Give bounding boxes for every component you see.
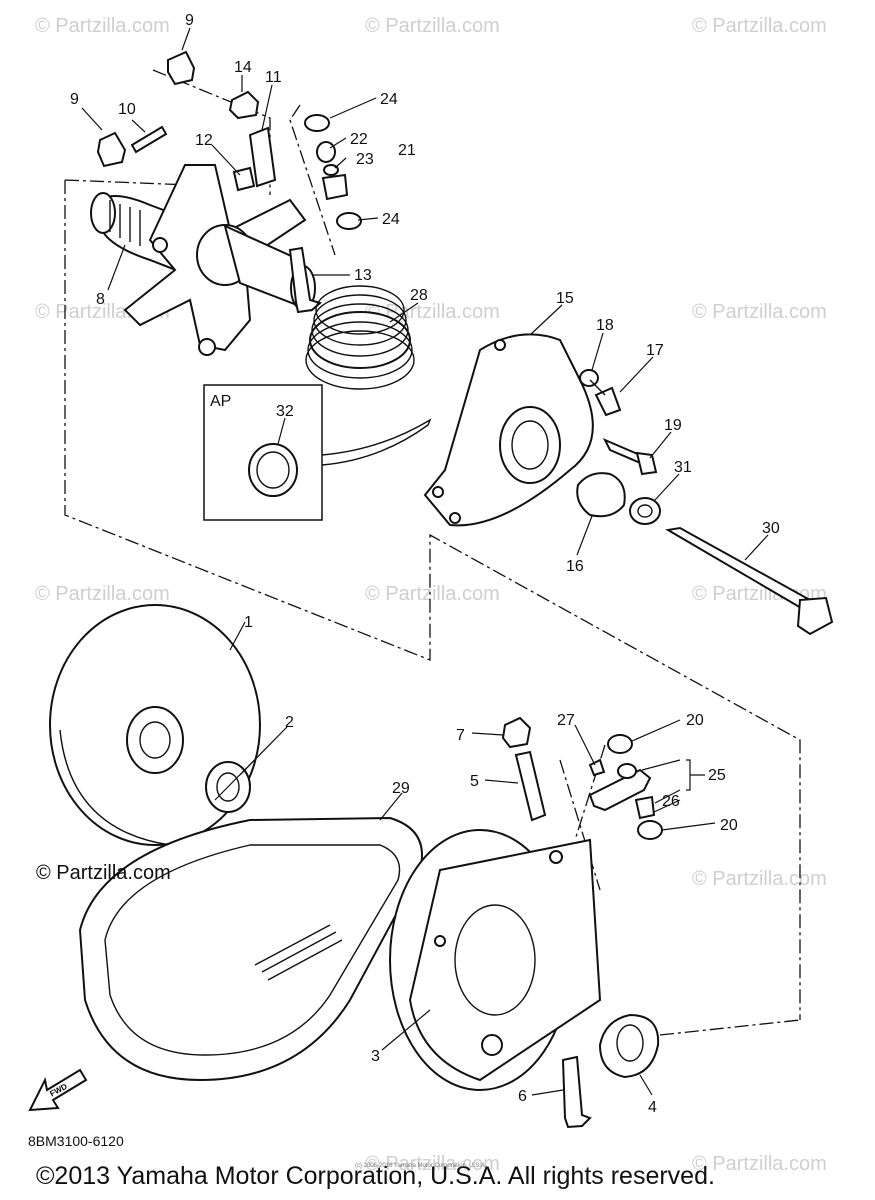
copyright-footer: ©2013 Yamaha Motor Corporation, U.S.A. A…	[36, 1162, 715, 1190]
callout-23: 23	[356, 151, 374, 168]
watermark: © Partzilla.com	[692, 868, 827, 890]
callout-12: 12	[195, 132, 213, 149]
watermark: © Partzilla.com	[365, 15, 500, 37]
spring	[305, 285, 415, 390]
callout-9: 9	[185, 12, 194, 29]
callout-1: 1	[244, 614, 253, 631]
callout-11: 11	[265, 69, 282, 86]
inset-box: AP	[203, 384, 432, 521]
callout-24: 24	[380, 91, 398, 108]
small-note: (c) 2005-2016 Yamaha Motor Corporation, …	[355, 1163, 487, 1169]
partzilla-mark: © Partzilla.com	[36, 862, 171, 884]
callout-3: 3	[371, 1048, 380, 1065]
watermark: © Partzilla.com	[365, 583, 500, 605]
callout-26: 26	[662, 793, 680, 810]
callout-24: 24	[382, 211, 400, 228]
diagram-code: 8BM3100-6120	[28, 1133, 124, 1149]
callout-25: 25	[708, 767, 726, 784]
callout-20: 20	[720, 817, 738, 834]
movable-sheave	[389, 829, 602, 1091]
leader-lines	[81, 27, 769, 1096]
watermark: © Partzilla.com	[35, 15, 170, 37]
callout-32: 32	[276, 403, 294, 420]
callout-14: 14	[234, 59, 252, 76]
watermark: © Partzilla.com	[365, 1153, 500, 1175]
lower-small-parts	[501, 716, 663, 1129]
upper-small-parts	[96, 50, 362, 314]
callout-7: 7	[456, 727, 465, 744]
fwd-arrow-icon: FWD	[28, 1068, 88, 1112]
callout-16: 16	[566, 558, 584, 575]
callout-15: 15	[556, 290, 574, 307]
callout-18: 18	[596, 317, 614, 334]
callout-4: 4	[648, 1099, 657, 1116]
callout-9: 9	[70, 91, 79, 108]
drive-pulley-hub	[90, 164, 316, 356]
callout-21: 21	[398, 142, 416, 159]
drive-belt	[78, 816, 423, 1082]
callout-6: 6	[518, 1088, 527, 1105]
callout-27: 27	[557, 712, 575, 729]
cover-small-parts	[576, 369, 834, 636]
callout-31: 31	[674, 459, 692, 476]
pulley-cover	[423, 333, 594, 527]
watermark: © Partzilla.com	[692, 15, 827, 37]
callout-28: 28	[410, 287, 428, 304]
callout-5: 5	[470, 773, 479, 790]
callout-19: 19	[664, 417, 682, 434]
watermark: © Partzilla.com	[35, 583, 170, 605]
callouts: 9 14 11 24 10 9 12 22 23 21 24 8 13 28 1…	[70, 12, 780, 1116]
callout-10: 10	[118, 101, 136, 118]
callout-30: 30	[762, 520, 780, 537]
callout-29: 29	[392, 780, 410, 797]
callout-2: 2	[285, 714, 294, 731]
inset-label: AP	[210, 393, 231, 410]
callout-8: 8	[96, 291, 105, 308]
callout-13: 13	[354, 267, 372, 284]
callout-22: 22	[350, 131, 368, 148]
callout-17: 17	[646, 342, 664, 359]
callout-20: 20	[686, 712, 704, 729]
watermark: © Partzilla.com	[692, 301, 827, 323]
watermark: © Partzilla.com	[692, 1153, 827, 1175]
